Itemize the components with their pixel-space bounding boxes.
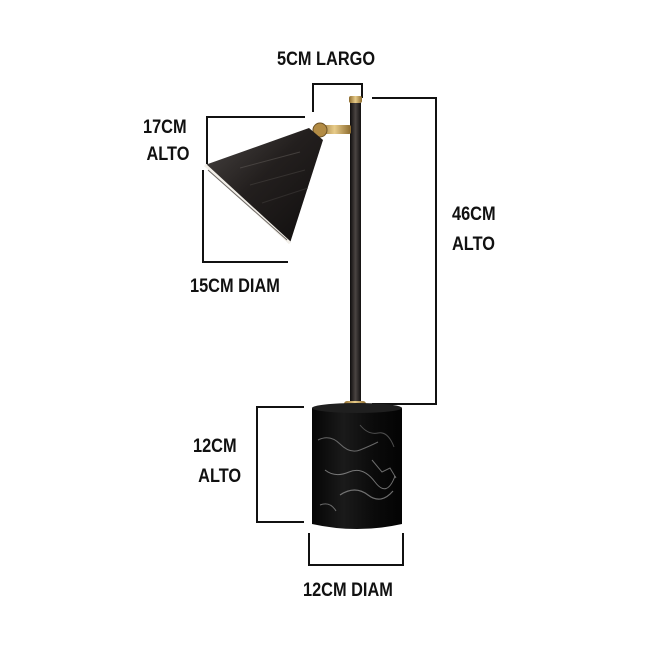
- arm-width-bracket: [312, 83, 363, 112]
- base-height-label: 12CM ALTO: [193, 432, 241, 492]
- shade-height-unit: ALTO: [146, 144, 190, 165]
- lamp-pole: [350, 100, 361, 406]
- pole-cap: [349, 96, 362, 103]
- base-height-bracket: [256, 406, 304, 523]
- marble-base: [312, 403, 402, 529]
- shade-height-bracket: [206, 116, 305, 164]
- pole-height-bracket: [372, 97, 437, 405]
- pole-height-unit: ALTO: [452, 234, 495, 255]
- base-height-value: 12CM: [193, 436, 237, 457]
- base-diameter-bracket: [308, 533, 404, 566]
- arm-width-label: 5CM LARGO: [277, 49, 376, 70]
- lamp-shade: [203, 128, 323, 245]
- shade-height-value: 17CM: [143, 117, 187, 138]
- shade-diameter-bracket: [202, 170, 288, 263]
- arm-joint: [312, 122, 328, 138]
- pole-height-label: 46CM ALTO: [452, 200, 496, 260]
- base-diameter-label: 12CM DIAM: [303, 580, 393, 601]
- pole-height-value: 46CM: [452, 204, 496, 225]
- base-height-unit: ALTO: [198, 466, 242, 487]
- shade-height-label: 17CM ALTO: [143, 114, 189, 168]
- dimension-lines: [202, 83, 437, 566]
- shade-diameter-label: 15CM DIAM: [190, 276, 280, 297]
